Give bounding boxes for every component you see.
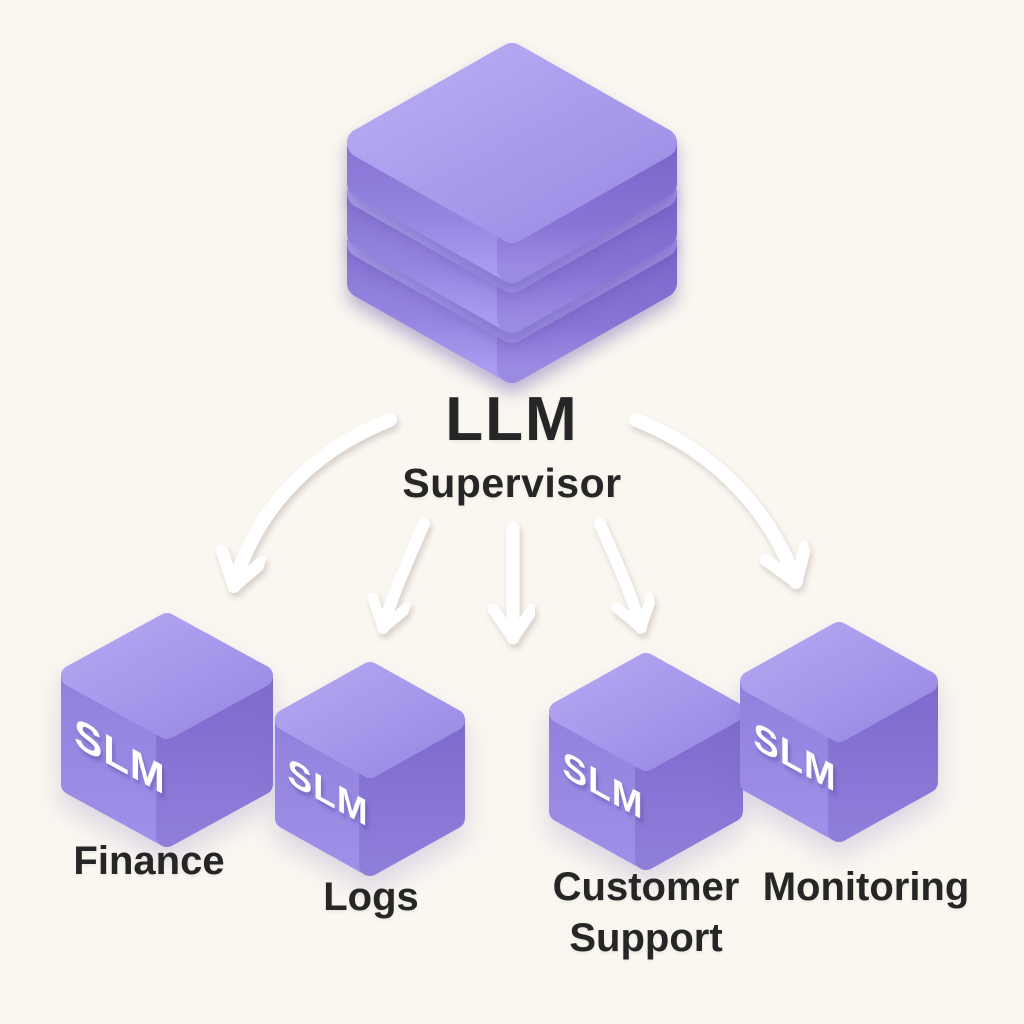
arrow-to-monitoring-icon — [594, 518, 641, 634]
arrow-to-monitoring-far-icon — [629, 413, 796, 589]
supervisor-subtitle: Supervisor — [402, 460, 622, 506]
supervisor-title: LLM — [445, 385, 579, 454]
slm-cube-customer-support: SLM — [549, 653, 743, 870]
llm-stack-icon — [347, 43, 677, 383]
slm-cube-finance: SLM — [61, 613, 273, 847]
cube-top-face — [61, 613, 273, 739]
arrow-to-finance-icon — [234, 413, 397, 593]
cube-top-face — [275, 662, 465, 778]
worker-label-finance: Finance — [73, 839, 225, 883]
worker-label-customer-support: Customer Support — [553, 862, 740, 964]
arrow-to-logs-icon — [383, 518, 430, 634]
cube-top-face — [740, 622, 938, 742]
worker-label-monitoring: Monitoring — [762, 865, 970, 909]
worker-label-customer-support-line1: Customer — [552, 865, 740, 909]
routing-arrows — [234, 413, 796, 645]
cube-top-face — [549, 653, 743, 771]
worker-label-customer-support-line2: Support — [569, 916, 723, 960]
slm-cube-monitoring: SLM — [740, 622, 938, 842]
worker-label-logs: Logs — [323, 875, 419, 919]
slm-cube-logs: SLM — [275, 662, 465, 876]
stack-slab-top — [347, 43, 677, 283]
